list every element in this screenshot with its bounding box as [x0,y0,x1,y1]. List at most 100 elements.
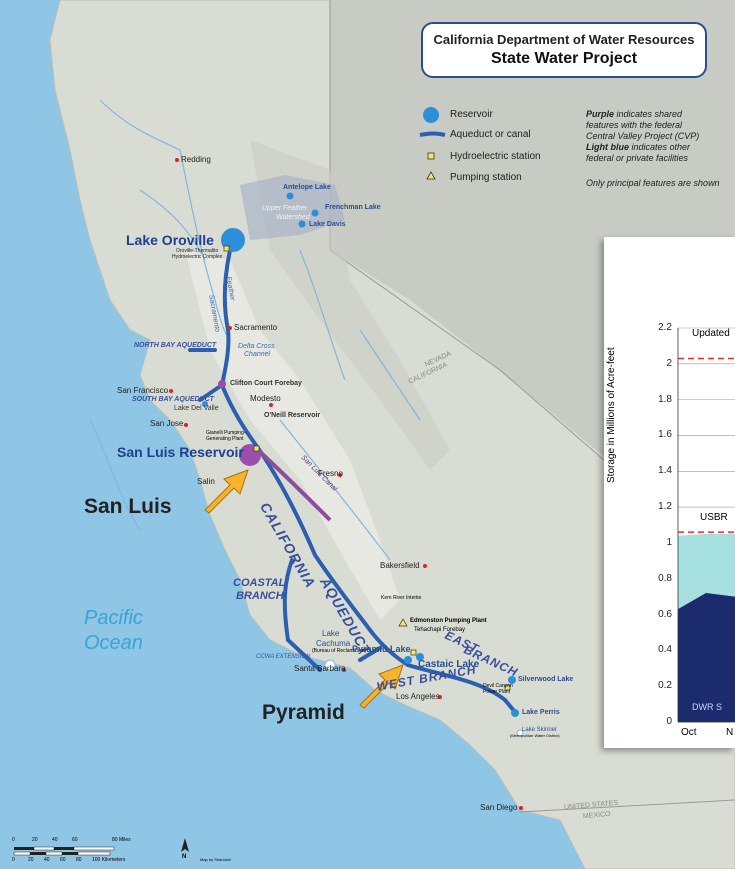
label-lake-oroville: Lake Oroville [126,232,214,248]
clifton-court-marker [218,380,226,388]
label-lake-skinner-1: Lake Skinner [522,727,558,733]
chart-ytick-label: 0.6 [658,608,672,620]
frenchman-lake-marker [311,209,319,217]
label-frenchman-lake: Frenchman Lake [325,204,381,211]
chart-area-dwr [678,593,735,722]
chart-ytick-label: 0.2 [658,680,672,692]
legend-pump: Pumping station [450,172,522,183]
label-delta-cross-2: Channel [244,351,271,358]
label-antelope-lake: Antelope Lake [283,184,331,191]
oroville-hydro-icon [223,245,230,252]
label-tehachapi: Tehachapi Forebay [414,627,466,633]
silverwood-lake-marker [508,676,516,684]
label-upper-feather-2: Watershed [276,214,310,221]
chart-ytick-label: 2.2 [658,322,672,333]
label-lake-cachuma-3: (Bureau of Reclamation) [312,648,367,654]
upper-feather-watershed [240,175,345,240]
scale-miles-20: 20 [32,837,38,843]
label-lake-cachuma-2: Cachuma [316,639,351,648]
label-silverwood-lake: Silverwood Lake [518,676,574,683]
note-purple: Purple indicates shared features with th… [586,109,700,163]
chart-xtick-label: Oct [681,727,697,738]
label-fresno: Fresno [318,469,343,478]
label-delta-cross-1: Delta Cross [238,343,275,350]
title-project: State Water Project [490,50,638,67]
label-oroville-complex-1: Oroville-Thermalito [176,248,219,254]
label-san-francisco: San Francisco [117,386,169,395]
scale-miles-0: 0 [12,837,15,843]
label-lake-skinner-2: (Metropolitan Water District) [510,733,560,738]
callout-pyramid: Pyramid [262,701,345,724]
label-lake-davis: Lake Davis [309,221,346,228]
antelope-lake-marker [286,192,294,200]
legend-reservoir: Reservoir [450,109,493,120]
label-sacramento-city: Sacramento [234,323,278,332]
label-san-diego: San Diego [480,803,518,812]
north-label: N [182,854,187,860]
scale-km-20: 20 [28,857,34,863]
pyramid-lake-marker [404,656,412,664]
mexico-border [519,799,735,813]
scale-miles-60: 60 [72,837,78,843]
label-pacific-ocean: Pacific Ocean [84,607,143,654]
label-clifton-court: Clifton Court Forebay [230,380,302,387]
chart-ytick-label: 0.4 [658,644,672,656]
chart-plot [677,327,735,723]
label-south-bay-aqueduct: SOUTH BAY AQUEDUCT [132,396,214,403]
title-box: California Department of Water Resources… [421,22,707,78]
label-oroville-complex-2: Hydroelectric Complex [172,254,223,260]
legend-hydro: Hydroelectric station [450,151,541,162]
scale-km-40: 40 [44,857,50,863]
scale-km-80: 80 [76,857,82,863]
edmonston-pump-icon [398,618,408,627]
chart-ytick-label: 0 [666,716,672,727]
label-salinas: Salin [197,477,215,486]
label-pyramid-lake: Pyramid Lake [352,644,411,654]
label-santa-barbara: Santa Barbara [294,664,346,673]
san-luis-canal [256,448,332,522]
label-los-angeles: Los Angeles [396,692,440,701]
scale-km-0: 0 [12,857,15,863]
legend-pump-icon [426,171,436,180]
label-devil-canyon-1: Devil Canyon [483,683,513,689]
label-gianelli-1: Gianelli Pumping- [206,430,246,436]
san-luis-arrow [204,469,249,514]
label-kern-river: Kern River Intertie [381,595,422,601]
label-coastal-branch-2: BRANCH [236,590,284,602]
label-upper-feather-1: Upper Feather [262,205,308,212]
chart-series-label-dwr: DWR S [692,702,722,712]
chart-ytick-label: 0.8 [658,572,672,584]
rivers [89,99,421,561]
scale-miles-80: 80 Miles [112,837,131,843]
lake-cachuma-marker [324,659,336,671]
label-ccwa-extension: CCWA EXTENSION [256,654,311,660]
north-arrow-icon [181,838,189,852]
gianelli-hydro-icon [253,445,260,452]
lake-davis-marker [298,220,306,228]
legend-aqueduct-icon [419,131,446,137]
label-bakersfield: Bakersfield [380,561,420,570]
callout-san-luis: San Luis [84,495,172,518]
legend-aqueduct: Aqueduct or canal [450,129,531,140]
chart-ytick-label: 1.8 [658,393,672,405]
lake-skinner-marker [516,729,524,737]
label-oneill-reservoir: O'Neill Reservoir [264,412,321,419]
chart-ytick-label: 1.2 [658,501,672,513]
label-devil-canyon-2: Power Plant [483,689,510,695]
city-dots [169,158,523,810]
label-gianelli-2: Generating Plant [206,436,244,442]
map-credit: Map by Shannon! [200,857,232,862]
pyramid-arrow [359,664,404,709]
legend-hydro-icon [427,152,435,160]
chart-xtick-label: N [726,727,734,738]
state-border [329,0,651,501]
chart-ytick-label: 1.4 [658,465,672,477]
label-san-luis-reservoir: San Luis Reservoir [117,444,244,460]
lake-perris-marker [511,709,519,717]
scale-km-100: 100 Kilometers [92,857,126,863]
label-north-bay-aqueduct: NORTH BAY AQUEDUCT [134,342,217,349]
chart-ytick-label: 2 [666,357,672,369]
chart-reference-label: USBR [700,512,728,524]
lake-del-valle-marker [202,401,208,407]
